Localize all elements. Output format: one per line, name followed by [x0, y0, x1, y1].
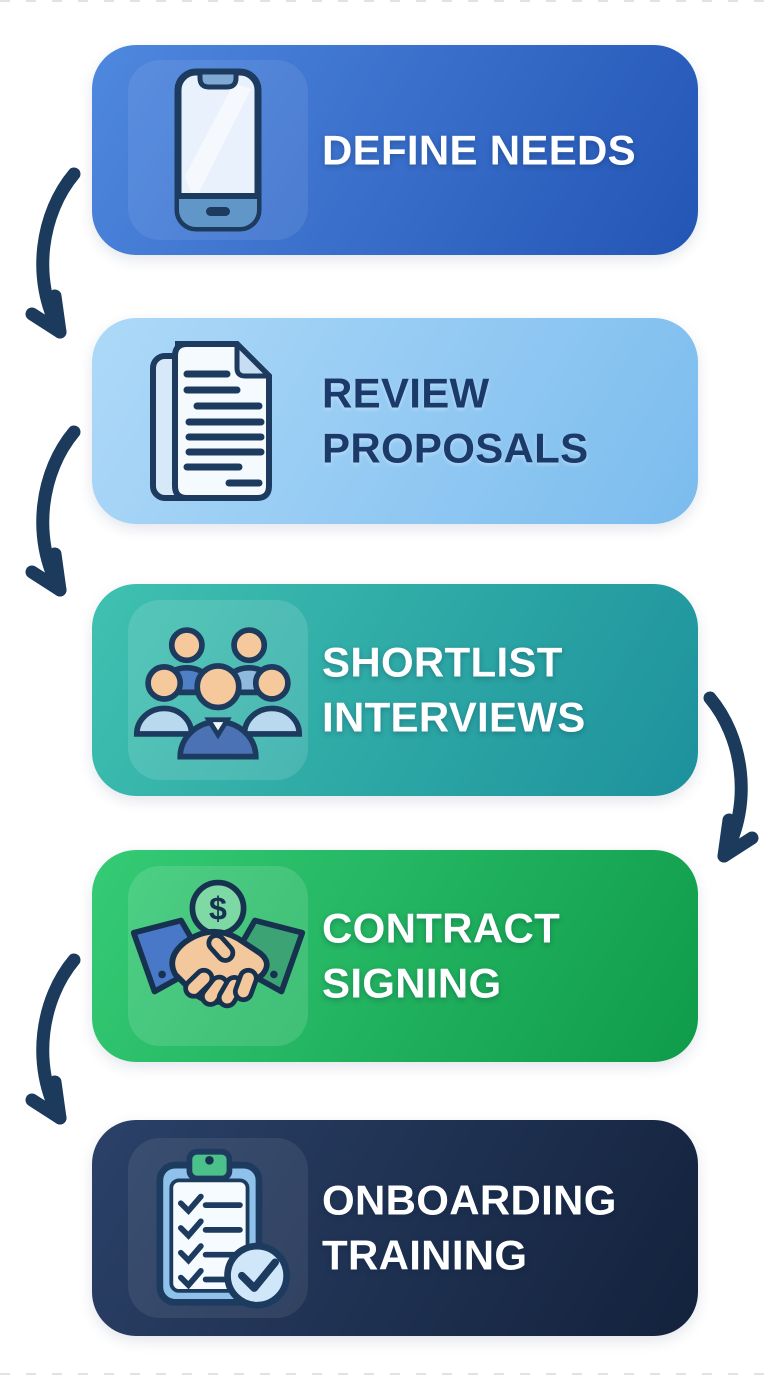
step-label: REVIEW PROPOSALS	[322, 366, 682, 477]
step-card-onboarding-training: ONBOARDING TRAINING	[92, 1120, 698, 1336]
step-card-define-needs: DEFINE NEEDS	[92, 45, 698, 255]
people-group-icon	[133, 626, 303, 759]
icon-tile: $	[128, 866, 308, 1046]
page-edge-line	[0, 0, 768, 2]
step-label-line: CONTRACT	[322, 904, 561, 952]
step-card-contract-signing: $ CONTRACT SIGNING	[92, 850, 698, 1062]
step-label-line: TRAINING	[322, 1232, 528, 1279]
icon-tile	[128, 600, 308, 780]
flow-arrow	[703, 691, 759, 863]
step-label: SHORTLIST INTERVIEWS	[322, 635, 682, 746]
step-label-line: ONBOARDING	[322, 1176, 617, 1224]
step-label-line: REVIEW	[322, 369, 490, 417]
dollar-symbol: $	[209, 891, 227, 927]
icon-tile	[128, 331, 308, 511]
step-label: CONTRACT SIGNING	[322, 901, 682, 1012]
step-label-line: INTERVIEWS	[322, 694, 586, 741]
icon-tile	[128, 60, 308, 240]
step-label-line: SIGNING	[322, 960, 502, 1007]
flow-arrow	[25, 425, 81, 597]
flow-arrow	[25, 953, 81, 1125]
documents-icon	[150, 341, 272, 501]
page-edge-line	[0, 1373, 768, 1375]
step-card-shortlist-interviews: SHORTLIST INTERVIEWS	[92, 584, 698, 796]
clipboard-checklist-icon	[156, 1148, 290, 1309]
step-label-line: SHORTLIST	[322, 638, 563, 686]
step-card-review-proposals: REVIEW PROPOSALS	[92, 318, 698, 524]
step-label: ONBOARDING TRAINING	[322, 1173, 682, 1284]
icon-tile	[128, 1138, 308, 1318]
flow-arrow	[25, 167, 81, 339]
handshake-dollar-icon: $	[130, 879, 306, 1009]
smartphone-icon	[174, 68, 262, 232]
step-label-line: DEFINE NEEDS	[322, 126, 636, 174]
step-label: DEFINE NEEDS	[322, 122, 682, 177]
step-label-line: PROPOSALS	[322, 425, 589, 472]
